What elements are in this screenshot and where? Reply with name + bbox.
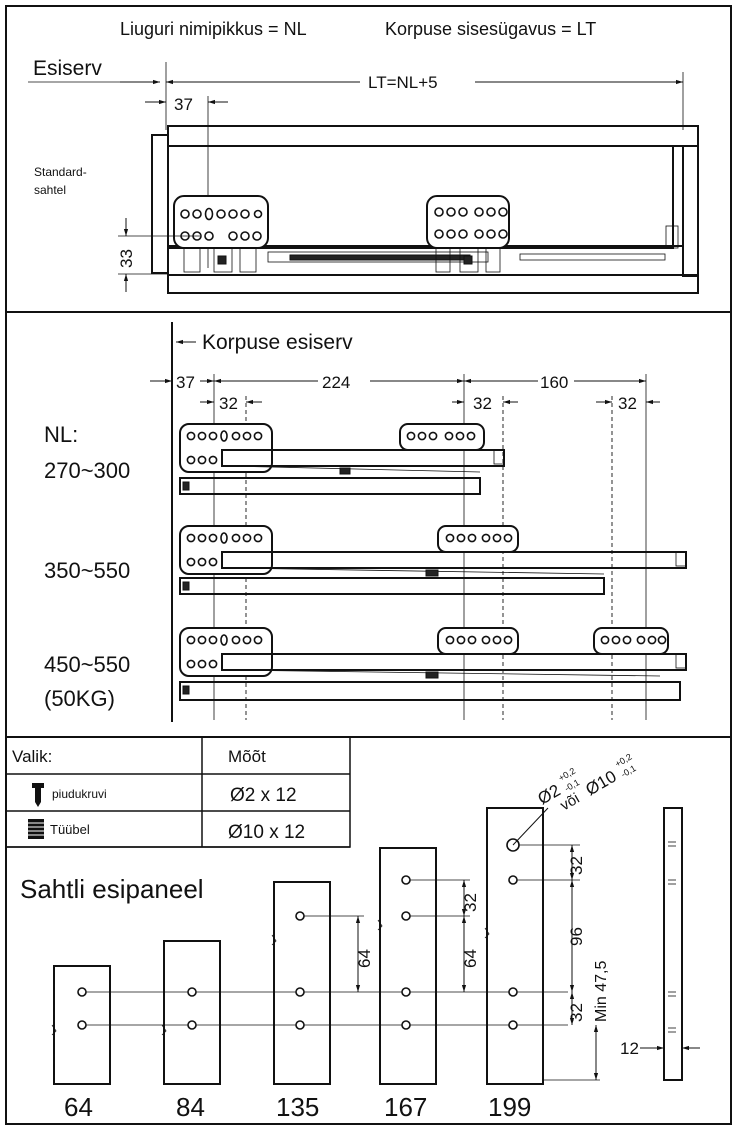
table-row-screw-size: Ø2 x 12 [230,785,297,806]
lt-formula: LT=NL+5 [368,73,438,92]
mid-plate-holes [186,430,667,669]
panel-width-84: 84 [176,1092,205,1122]
lt-definition: Korpuse sisesügavus = LT [385,19,596,39]
range-270-300: 270~300 [44,458,130,483]
front-edge-label: Esiserv [33,57,102,80]
panel-dim-32-a: 32 [461,893,480,912]
nl-label: NL: [44,422,78,447]
panel-min-label: Min 47,5 [593,961,610,1022]
panel-width-199: 199 [488,1092,531,1122]
hole-spec-annotation: Ø2 +0,2 -0,1 või Ø10 +0,2 -0,1 [535,752,638,815]
top-plate-holes [180,207,508,241]
panel-width-64: 64 [64,1092,93,1122]
panel-holes [77,838,520,1030]
slide-270-300 [179,423,505,495]
top-dim-33: 33 [117,249,136,268]
mid-dim-32-c: 32 [618,394,637,413]
range-450-550: 450~550 [44,652,130,677]
outer-frame [5,5,732,1125]
mid-dim-160: 160 [540,373,568,392]
dowel-icon [27,819,45,839]
panel-dim-96: 96 [567,927,586,946]
drawer-label-1: Standard- [34,165,87,179]
nl-definition: Liuguri nimipikkus = NL [120,19,307,39]
screw-icon [32,783,44,807]
panel-title: Sahtli esipaneel [20,874,204,904]
panel-width-167: 167 [384,1092,427,1122]
table-header-option: Valik: [12,747,52,766]
side-dim-12: 12 [620,1039,639,1058]
drawer-label-2: sahtel [34,183,66,197]
mid-dim-224: 224 [322,373,350,392]
table-row-dowel-name: Tüübel [50,822,90,837]
range-50kg: (50KG) [44,686,115,711]
mid-dim-32-a: 32 [219,394,238,413]
top-dim-37: 37 [174,95,193,114]
table-row-screw-name: piudukruvi [52,787,107,801]
panel-dim-32-b: 32 [567,856,586,875]
panel-dim-32-c: 32 [567,1003,586,1022]
panel-dimensions [355,807,700,1080]
table-header-size: Mõõt [228,747,266,766]
table-row-dowel-size: Ø10 x 12 [228,822,305,843]
mid-dim-37: 37 [176,373,195,392]
panel-dim-64-b: 64 [461,949,480,968]
front-panels [51,807,683,1085]
mid-dim-32-b: 32 [473,394,492,413]
panel-dim-64-a: 64 [355,949,374,968]
panel-width-135: 135 [276,1092,319,1122]
cabinet-front-label: Korpuse esiserv [202,331,353,354]
svg-text:Ø10: Ø10 [582,767,619,800]
options-table [5,736,351,848]
range-350-550: 350~550 [44,558,130,583]
